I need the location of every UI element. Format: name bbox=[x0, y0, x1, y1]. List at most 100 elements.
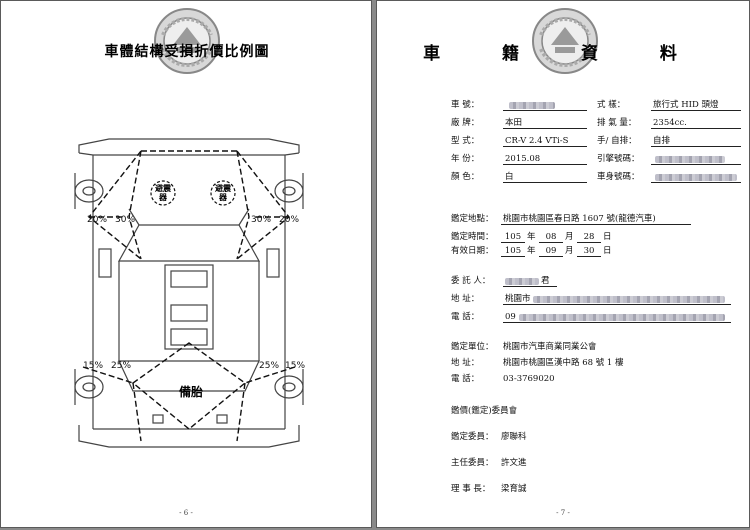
style-value: 旅行式 HID 頭燈 bbox=[651, 99, 741, 111]
brand-value: 本田 bbox=[503, 117, 587, 129]
appraisal-time-year: 105 bbox=[501, 231, 525, 243]
year-row: 年 份： 2015.08 引擎號碼： bbox=[451, 153, 741, 165]
unit-year: 年 bbox=[527, 246, 536, 256]
plate-row: 車 號： 式 樣： 旅行式 HID 頭燈 bbox=[451, 99, 741, 111]
director-row: 理 事 長： 梁育誠 bbox=[451, 483, 741, 495]
spare-tire-label: 備胎 bbox=[179, 385, 204, 399]
vin-value bbox=[651, 171, 741, 183]
car-outline bbox=[74, 138, 304, 448]
org-address-row: 地 址： 桃園市桃園區漢中路 68 號 1 樓 bbox=[451, 357, 741, 369]
unit-day: 日 bbox=[603, 246, 612, 256]
transmission-value: 自排 bbox=[651, 135, 741, 147]
damage-pct-rear-left-inner: 25% bbox=[111, 361, 132, 371]
vin-label: 車身號碼： bbox=[597, 172, 640, 182]
client-address-label: 地 址： bbox=[451, 294, 480, 304]
client-name-row: 委 託 人： 君 bbox=[451, 275, 741, 287]
valid-date-label: 有效日期： bbox=[451, 246, 494, 256]
client-phone-value: 09 bbox=[503, 311, 731, 323]
damage-pct-front-left-outer: 20% bbox=[87, 215, 108, 225]
page-number: - 7 - bbox=[556, 509, 570, 517]
unit-month: 月 bbox=[565, 232, 574, 242]
model-value: CR-V 2.4 VTi-S bbox=[503, 135, 587, 147]
appraisal-time-day: 28 bbox=[577, 231, 601, 243]
page-title: 車體結構受損折價比例圖 bbox=[104, 44, 270, 60]
color-row: 顏 色： 白 車身號碼： bbox=[451, 171, 741, 183]
plate-value bbox=[503, 99, 587, 111]
redacted-client-address bbox=[533, 296, 725, 303]
chief-label: 主任委員： bbox=[451, 458, 494, 468]
year-label: 年 份： bbox=[451, 154, 480, 164]
damage-pct-rear-right-inner: 25% bbox=[259, 361, 280, 371]
org-phone-row: 電 話： 03-3769020 bbox=[451, 373, 741, 385]
damage-pct-front-right-inner: 30% bbox=[251, 215, 272, 225]
client-name-label: 委 託 人： bbox=[451, 276, 491, 286]
plate-label: 車 號： bbox=[451, 100, 480, 110]
appraiser-label: 鑑定委員： bbox=[451, 432, 494, 442]
redacted-client-phone bbox=[519, 314, 725, 321]
valid-date-day: 30 bbox=[577, 245, 601, 257]
location-value: 桃園市桃園區春日路 1607 號(龍德汽車) bbox=[501, 213, 691, 225]
location-row: 鑑定地點： 桃園市桃園區春日路 1607 號(龍德汽車) bbox=[451, 213, 741, 225]
page-number: - 6 - bbox=[179, 509, 193, 517]
appraisal-time-month: 08 bbox=[539, 231, 563, 243]
location-label: 鑑定地點： bbox=[451, 214, 494, 224]
model-row: 型 式： CR-V 2.4 VTi-S 手/ 自排： 自排 bbox=[451, 135, 741, 147]
shock-absorber-left-label: 避震器 bbox=[155, 184, 171, 202]
damage-pct-front-right-outer: 20% bbox=[279, 215, 300, 225]
client-name-suffix: 君 bbox=[541, 276, 550, 286]
model-label: 型 式： bbox=[451, 136, 480, 146]
director-label: 理 事 長： bbox=[451, 484, 491, 494]
left-page: 車體結構受損折價比例圖 bbox=[0, 0, 372, 528]
color-label: 顏 色： bbox=[451, 172, 480, 182]
unit-month: 月 bbox=[565, 246, 574, 256]
shock-absorber-right-label: 避震器 bbox=[215, 184, 231, 202]
org-unit-row: 鑑定單位： 桃園市汽車商業同業公會 bbox=[451, 341, 741, 353]
style-label: 式 樣： bbox=[597, 100, 626, 110]
seal-icon bbox=[153, 7, 221, 75]
redacted-vin bbox=[655, 174, 737, 181]
appraisal-time-label: 鑑定時間： bbox=[451, 232, 494, 242]
cc-label: 排 氣 量： bbox=[597, 118, 637, 128]
color-value: 白 bbox=[503, 171, 587, 183]
chief-row: 主任委員： 許文進 bbox=[451, 457, 741, 469]
redacted-plate bbox=[509, 102, 555, 109]
year-value: 2015.08 bbox=[503, 153, 587, 165]
client-address-value: 桃園市 bbox=[503, 293, 731, 305]
redacted-engine-number bbox=[655, 156, 725, 163]
appraisal-time-row: 鑑定時間： 105 年 08 月 28 日 bbox=[451, 231, 741, 243]
page-title: 車 籍 資 料 bbox=[423, 44, 705, 64]
damage-pct-front-left-inner: 30% bbox=[115, 215, 136, 225]
unit-year: 年 bbox=[527, 232, 536, 242]
org-unit-label: 鑑定單位： bbox=[451, 342, 494, 352]
chief-value: 許文進 bbox=[501, 458, 527, 468]
org-phone-label: 電 話： bbox=[451, 374, 480, 384]
org-address-value: 桃園市桃園區漢中路 68 號 1 樓 bbox=[503, 358, 624, 368]
appraiser-value: 廖聯科 bbox=[501, 432, 527, 442]
client-phone-label: 電 話： bbox=[451, 312, 480, 322]
damage-pct-rear-left-outer: 15% bbox=[83, 361, 104, 371]
cc-value: 2354cc. bbox=[651, 117, 741, 129]
car-damage-diagram: 20% 30% 30% 20% 15% 25% 25% 15% 避震器 避震器 … bbox=[69, 129, 309, 459]
committee-heading: 鑑價(鑑定)委員會 bbox=[451, 406, 518, 416]
brand-label: 廠 牌： bbox=[451, 118, 480, 128]
client-phone-row: 電 話： 09 bbox=[451, 311, 741, 323]
transmission-label: 手/ 自排： bbox=[597, 136, 637, 146]
damage-pct-rear-right-outer: 15% bbox=[285, 361, 306, 371]
director-value: 梁育誠 bbox=[501, 484, 527, 494]
org-address-label: 地 址： bbox=[451, 358, 480, 368]
client-address-prefix: 桃園市 bbox=[505, 294, 531, 304]
appraiser-row: 鑑定委員： 廖聯科 bbox=[451, 431, 741, 443]
engine-label: 引擎號碼： bbox=[597, 154, 640, 164]
client-phone-prefix: 09 bbox=[505, 312, 516, 322]
valid-date-month: 09 bbox=[539, 245, 563, 257]
engine-value bbox=[651, 153, 741, 165]
org-phone-value: 03-3769020 bbox=[503, 374, 555, 384]
org-unit-value: 桃園市汽車商業同業公會 bbox=[503, 342, 597, 352]
valid-date-row: 有效日期： 105 年 09 月 30 日 bbox=[451, 245, 741, 257]
right-page: 車 籍 資 料 車 號： 式 樣： 旅行式 HID 頭燈 廠 牌： 本田 排 氣… bbox=[376, 0, 750, 528]
brand-row: 廠 牌： 本田 排 氣 量： 2354cc. bbox=[451, 117, 741, 129]
client-address-row: 地 址： 桃園市 bbox=[451, 293, 741, 305]
valid-date-year: 105 bbox=[501, 245, 525, 257]
redacted-client-name bbox=[505, 278, 539, 285]
unit-day: 日 bbox=[603, 232, 612, 242]
